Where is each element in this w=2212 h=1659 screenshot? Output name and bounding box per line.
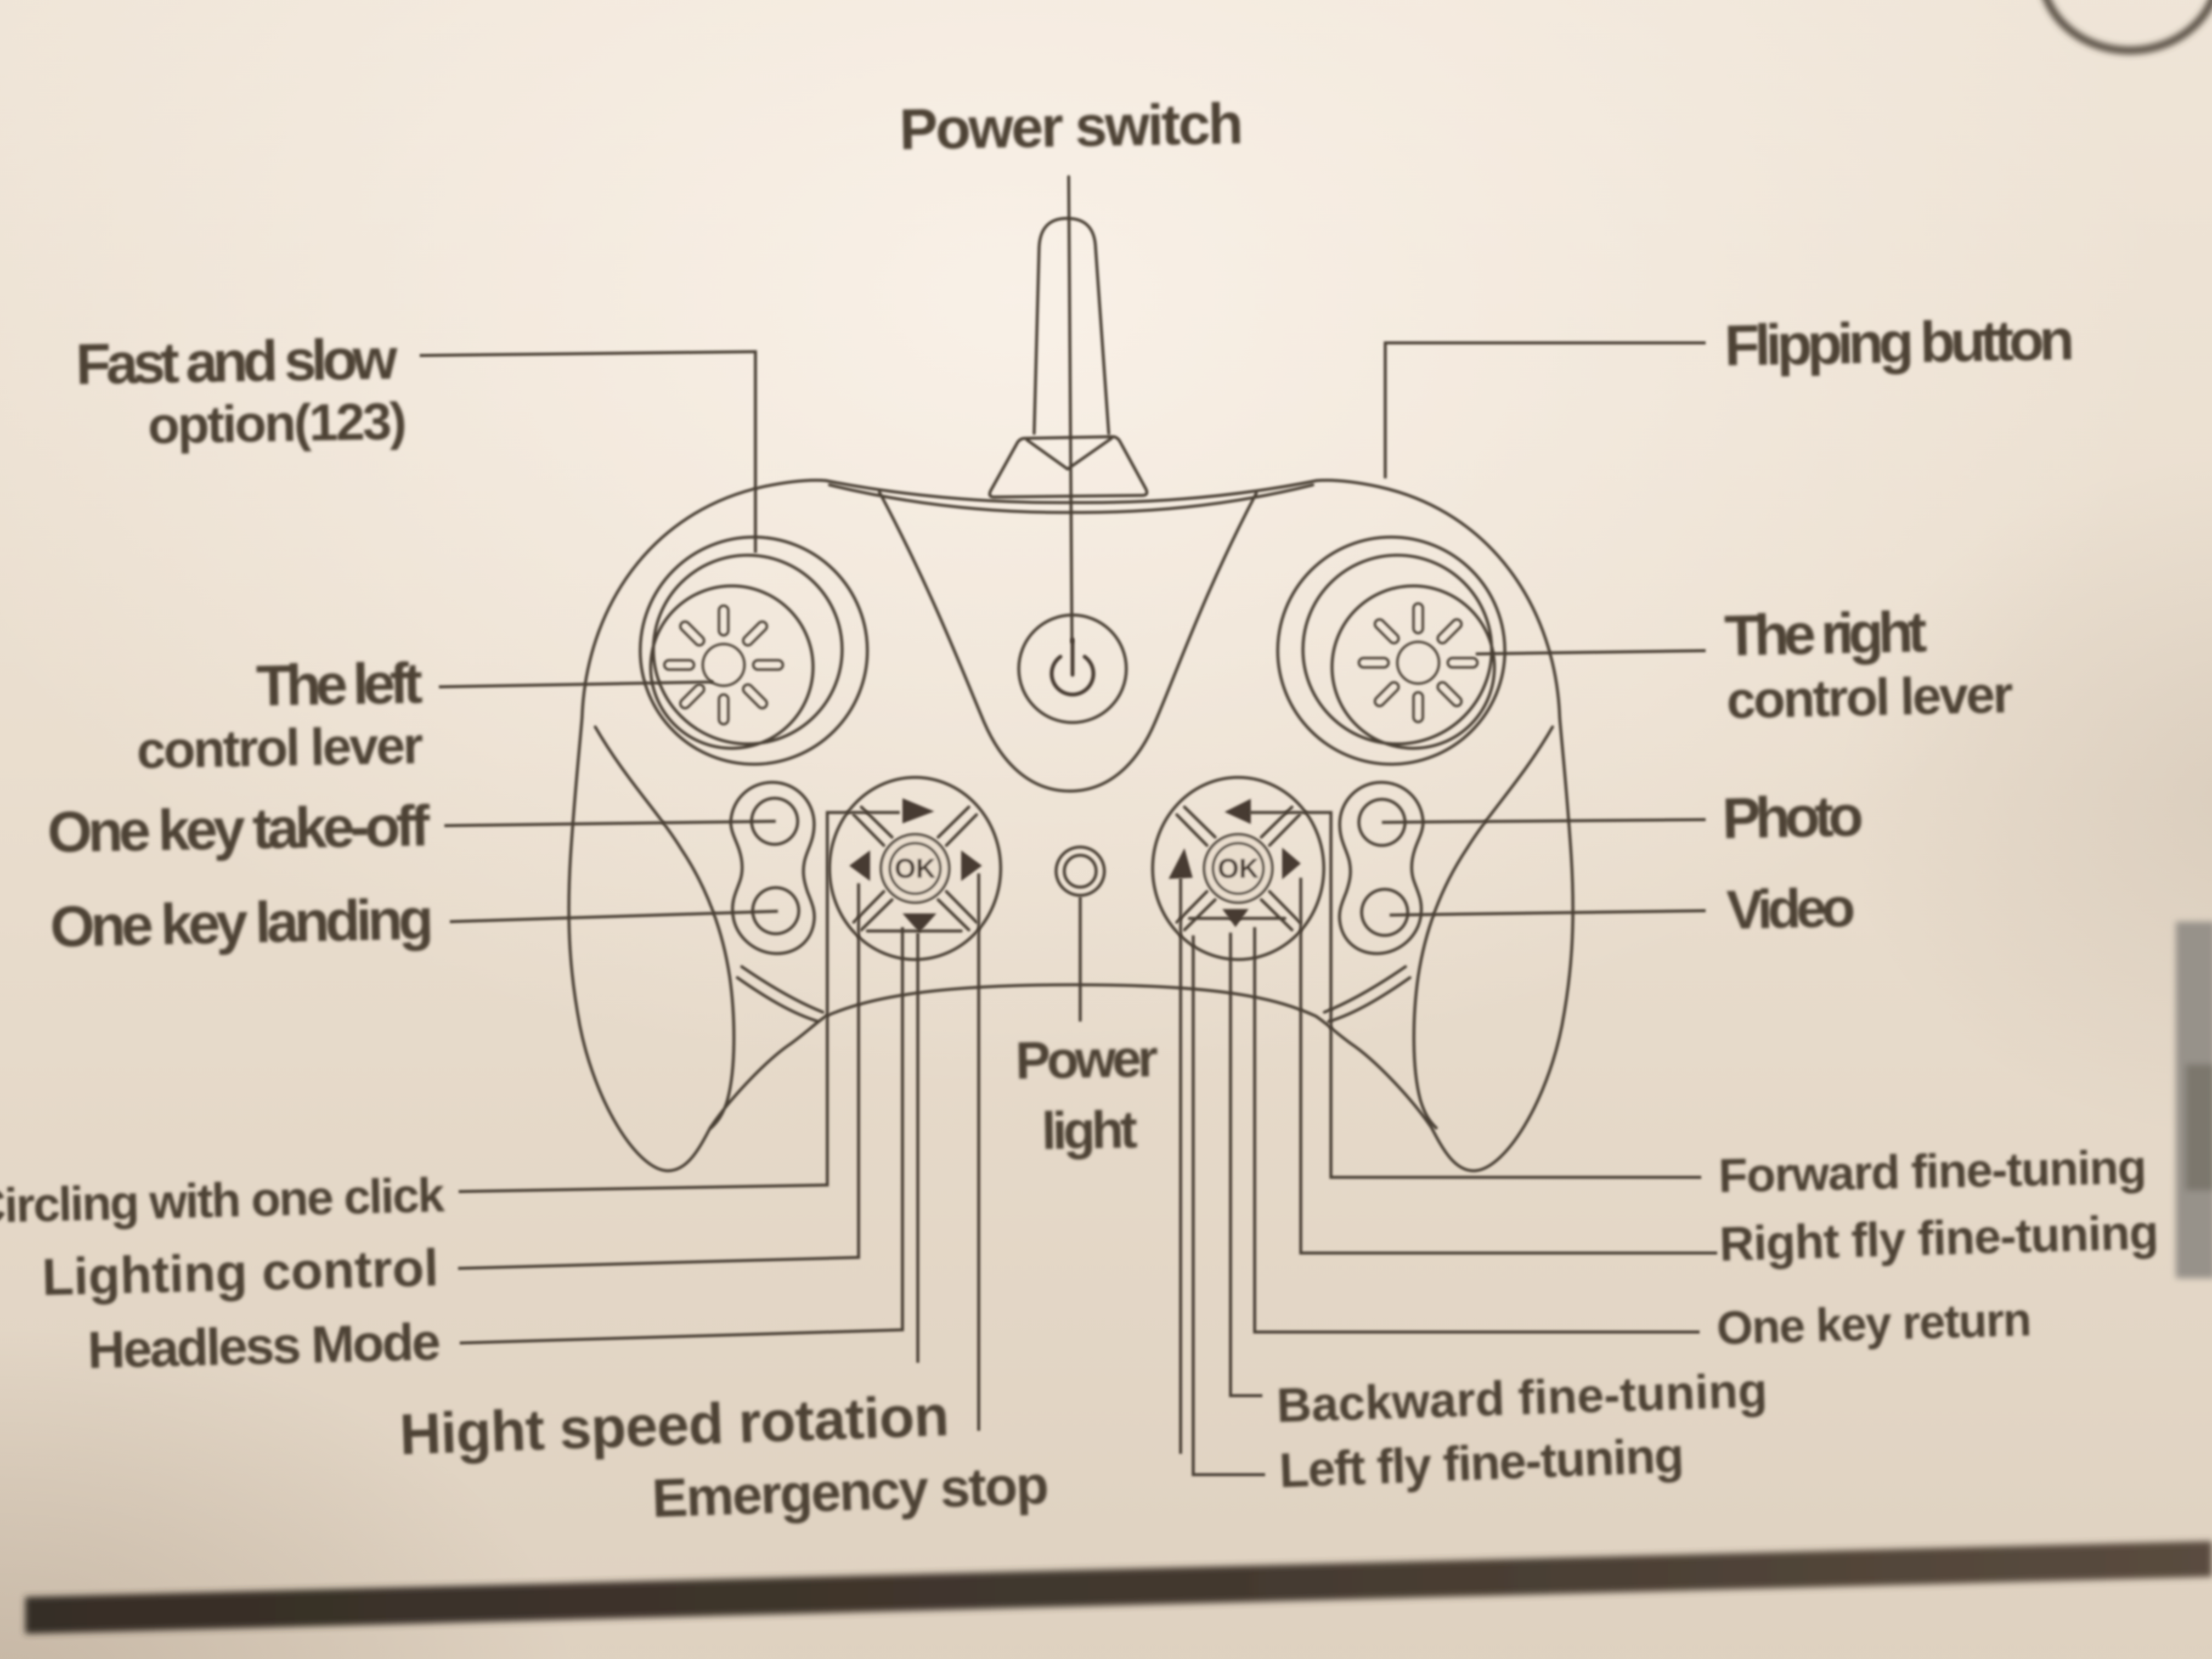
svg-text:Left fly fine-tuning: Left fly fine-tuning [1278,1427,1684,1498]
svg-text:Headless Mode: Headless Mode [87,1313,439,1380]
svg-text:One key landing: One key landing [49,887,431,959]
svg-text:light: light [1041,1100,1137,1160]
svg-text:Power switch: Power switch [899,92,1242,162]
svg-text:control lever: control lever [136,716,423,780]
svg-text:Flipping button: Flipping button [1724,308,2072,378]
svg-text:The right: The right [1724,600,1927,668]
svg-text:Circling with one click: Circling with one click [0,1167,446,1233]
svg-text:OK: OK [895,853,936,884]
svg-text:Hight speed rotation: Hight speed rotation [399,1384,950,1467]
svg-text:Video: Video [1726,877,1854,941]
svg-text:control lever: control lever [1726,665,2013,730]
svg-text:One key take-off: One key take-off [47,794,431,865]
svg-text:Lighting control: Lighting control [41,1239,439,1307]
svg-text:Fast and slow: Fast and slow [75,327,398,397]
svg-text:Backward fine-tuning: Backward fine-tuning [1276,1363,1768,1432]
svg-text:The left: The left [256,651,422,718]
svg-text:option(123): option(123) [148,392,405,455]
svg-text:Right fly fine-tuning: Right fly fine-tuning [1719,1205,2159,1271]
svg-text:OK: OK [1218,853,1259,884]
svg-text:Power: Power [1015,1029,1158,1090]
svg-text:Forward fine-tuning: Forward fine-tuning [1718,1141,2146,1203]
svg-text:Photo: Photo [1722,784,1863,851]
svg-text:One key return: One key return [1716,1294,2031,1355]
svg-text:Emergency stop: Emergency stop [651,1454,1048,1528]
